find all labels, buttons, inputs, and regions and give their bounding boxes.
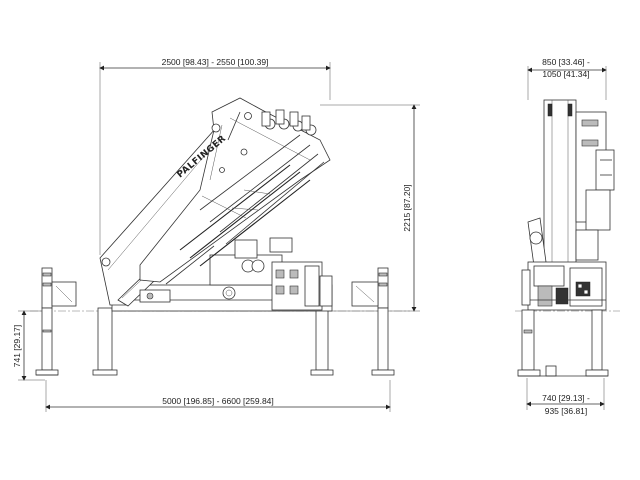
end-legs — [517, 269, 609, 377]
side-view: 2500 [98.43] - 2550 [100.39] 2215 [87.20… — [12, 57, 420, 412]
side-leg-label: 741 [29.17] — [12, 325, 22, 368]
side-span-label: 5000 [196.85] - 6600 [259.84] — [162, 396, 274, 406]
end-column — [543, 99, 615, 291]
side-height-label: 2215 [87.20] — [402, 184, 412, 231]
end-width-dimension: 850 [33.46] - 1050 [41.34] — [527, 57, 607, 100]
end-width-label-2: 1050 [41.34] — [542, 69, 589, 79]
left-outrigger — [35, 267, 118, 376]
end-base-dimension: 740 [29.13] - 935 [36.81] — [526, 378, 605, 416]
crane-outer-boom — [139, 97, 331, 283]
end-base-label-1: 740 [29.13] - — [542, 393, 590, 403]
side-height-dimension: 2215 [87.20] — [320, 104, 420, 312]
side-width-dimension: 2500 [98.43] - 2550 [100.39] — [99, 57, 331, 255]
end-view: 850 [33.46] - 1050 [41.34] 740 [29.13] -… — [515, 57, 620, 416]
side-span-dimension: 5000 [196.85] - 6600 [259.84] — [45, 380, 391, 412]
right-outrigger — [310, 267, 395, 376]
side-width-label: 2500 [98.43] - 2550 [100.39] — [162, 57, 269, 67]
end-width-label-1: 850 [33.46] - — [542, 57, 590, 67]
end-base — [527, 217, 607, 311]
end-base-label-2: 935 [36.81] — [545, 406, 588, 416]
